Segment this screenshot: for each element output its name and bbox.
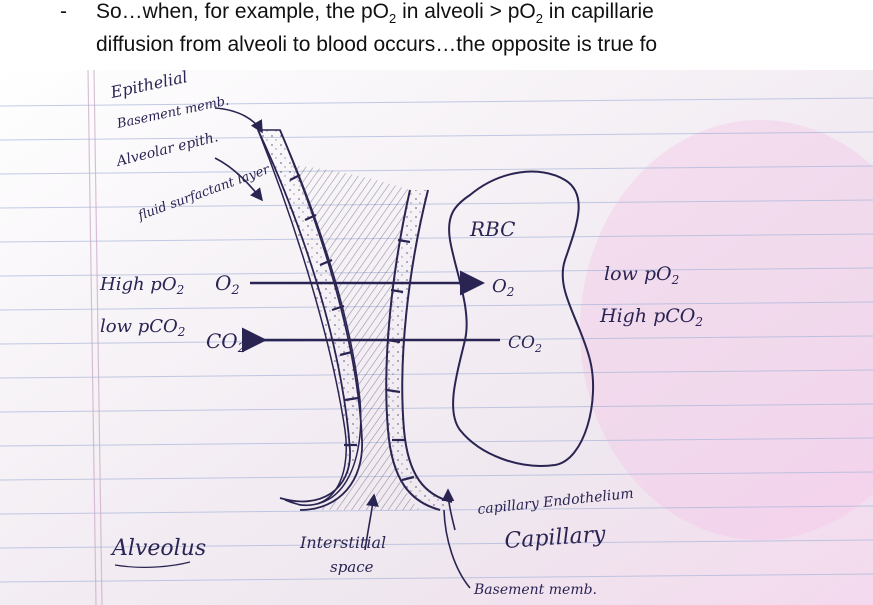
label-high-po2: High pO2	[99, 274, 184, 297]
line1-pre: So…when, for example, the pO	[96, 0, 389, 23]
bullet-dash: -	[60, 0, 67, 24]
line1-mid: in alveoli > pO	[396, 0, 536, 23]
label-space: space	[330, 558, 374, 576]
label-high-pco2-right: High pCO2	[599, 305, 703, 329]
label-basement-bottom: Basement memb.	[473, 582, 597, 598]
line1-sub2: 2	[536, 11, 543, 26]
header-line-1-text: So…when, for example, the pO 2 in alveoli…	[96, 0, 654, 26]
line1-post: in capillarie	[543, 0, 654, 23]
label-interstitial: Interstitial	[299, 533, 386, 552]
label-alveolus: Alveolus	[110, 536, 206, 561]
notebook-diagram: Epithelial Basement memb. Alveolar epith…	[0, 70, 873, 605]
label-low-pco2: low pCO2	[100, 316, 185, 339]
label-low-po2-right: low pO2	[604, 263, 679, 287]
label-rbc: RBC	[469, 217, 515, 241]
header-line-2: diffusion from alveoli to blood occurs…t…	[96, 33, 657, 57]
